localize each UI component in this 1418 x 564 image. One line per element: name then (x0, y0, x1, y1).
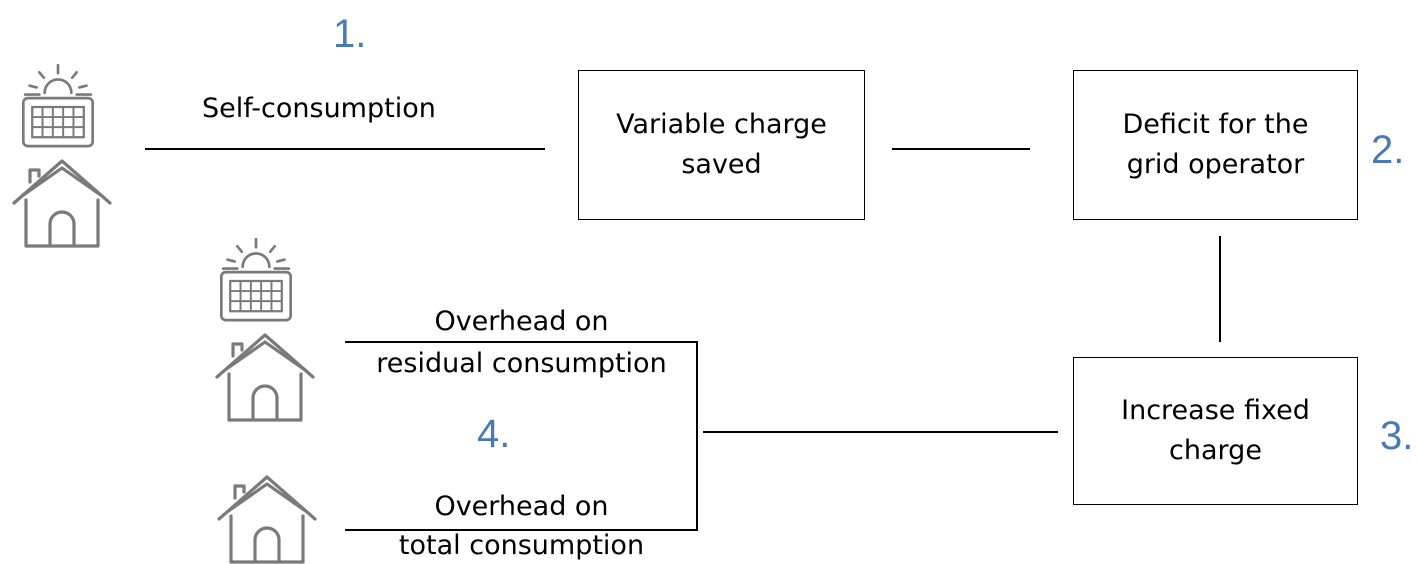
overhead-residual-label-line1: Overhead on (434, 306, 609, 337)
step-number-3: 3. (1380, 414, 1414, 458)
variable-charge-line1: Variable charge (616, 109, 827, 140)
bracket-top (345, 341, 698, 343)
step-number-1: 1. (333, 12, 367, 56)
fixed-charge-line2: charge (1169, 435, 1262, 466)
fixed-charge-box: Increase fixed charge (1073, 357, 1358, 505)
overhead-total-label-line2: total consumption (398, 530, 645, 561)
deficit-box: Deficit for the grid operator (1073, 70, 1358, 220)
deficit-to-fixed-connector (1219, 236, 1221, 342)
self-consumption-label: Self-consumption (202, 93, 436, 124)
house-icon (217, 474, 317, 564)
bracket-bottom (345, 529, 698, 531)
solar-panel-icon (18, 62, 98, 152)
overhead-residual-label-line2: residual consumption (376, 348, 667, 379)
solar-panel-icon (216, 236, 296, 326)
deficit-line1: Deficit for the (1122, 109, 1309, 140)
fixed-charge-line1: Increase fixed (1121, 395, 1310, 426)
overhead-total-label-line1: Overhead on (434, 491, 609, 522)
variable-to-deficit-connector (892, 148, 1030, 150)
step-number-4: 4. (477, 412, 511, 456)
step-number-2: 2. (1371, 128, 1405, 172)
fixed-to-options-connector (703, 431, 1058, 433)
variable-charge-box: Variable charge saved (578, 70, 865, 220)
variable-charge-line2: saved (681, 149, 762, 180)
self-consumption-connector (145, 148, 545, 150)
bracket-vertical (696, 341, 698, 531)
deficit-line2: grid operator (1126, 149, 1305, 180)
house-icon (12, 158, 112, 248)
house-icon (215, 332, 315, 422)
